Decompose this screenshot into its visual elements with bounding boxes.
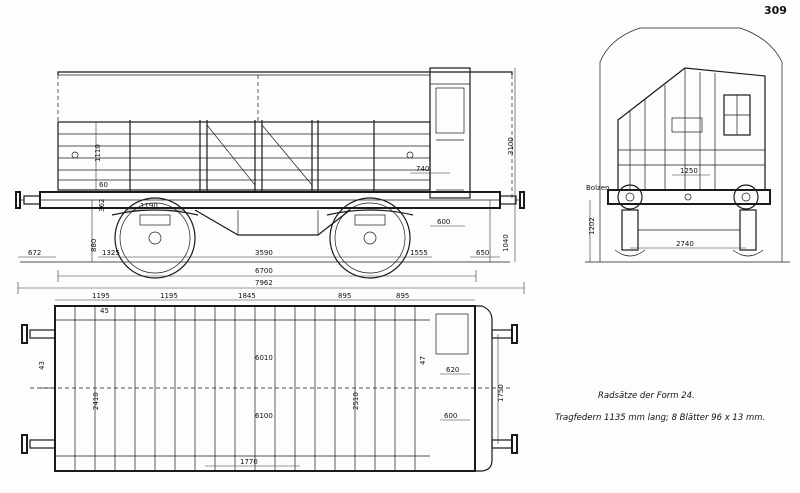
dim-1555: 1555 xyxy=(410,249,428,257)
dim-6010: 6010 xyxy=(255,354,273,362)
dim-1202: 1202 xyxy=(588,217,596,235)
side-body xyxy=(57,120,431,192)
side-buffer-left xyxy=(15,191,41,209)
dim-1250: 1250 xyxy=(680,167,698,175)
label-bolzen: Bolzen xyxy=(586,184,609,192)
plan-planks xyxy=(74,306,416,471)
end-buffer-right xyxy=(733,184,759,210)
caption-line-1: Radsätze der Form 24. xyxy=(598,391,695,401)
dim-7962: 7962 xyxy=(255,279,273,287)
dim-1325: 1325 xyxy=(102,249,120,257)
dim-740: 740 xyxy=(416,165,429,173)
dim-47: 47 xyxy=(419,356,427,365)
dim-1110: 1110 xyxy=(94,144,102,162)
side-buffer-right xyxy=(499,191,525,209)
dim-45: 45 xyxy=(100,307,109,315)
plan-buffers-left xyxy=(21,324,56,454)
dim-43: 43 xyxy=(38,361,46,370)
dim-1195a: 1195 xyxy=(92,292,110,300)
caption-line-2: Tragfedern 1135 mm lang; 8 Blätter 96 x … xyxy=(555,413,765,423)
dim-620: 620 xyxy=(446,366,459,374)
dim-60: 60 xyxy=(99,181,108,189)
dim-1845: 1845 xyxy=(238,292,256,300)
dim-895a: 895 xyxy=(338,292,351,300)
dim-1195b: 1195 xyxy=(160,292,178,300)
end-view: 1250 Bolzen 1202 2740 xyxy=(585,27,790,263)
end-dimensions: 1250 Bolzen 1202 2740 xyxy=(586,167,746,262)
side-brake-cabin xyxy=(429,67,471,199)
loading-gauge-outline xyxy=(599,27,783,262)
plan-buffers-right xyxy=(491,324,518,454)
dim-895b: 895 xyxy=(396,292,409,300)
dim-2510: 2510 xyxy=(352,392,360,410)
dim-3590: 3590 xyxy=(255,249,273,257)
plan-dimensions: 1195 1195 1845 895 895 45 6010 6100 2410… xyxy=(38,292,505,467)
plan-deck xyxy=(54,305,476,472)
dim-600-side: 600 xyxy=(437,218,450,226)
dim-2410: 2410 xyxy=(92,392,100,410)
dim-880: 880 xyxy=(90,239,98,252)
plan-brake-platform xyxy=(430,305,493,472)
side-roof xyxy=(57,71,513,200)
dim-3100: 3100 xyxy=(507,137,515,155)
dim-6700: 6700 xyxy=(255,267,273,275)
page-number: 309 xyxy=(764,4,787,17)
side-view: 1110 3100 1040 880 60 362 1190 740 600 6… xyxy=(15,67,525,294)
dim-362: 362 xyxy=(98,199,106,212)
end-coupler xyxy=(684,193,692,201)
side-dimensions: 1110 3100 1040 880 60 362 1190 740 600 6… xyxy=(17,68,525,294)
dim-650: 650 xyxy=(476,249,489,257)
end-brake-cabin xyxy=(617,67,766,191)
end-buffer-left xyxy=(617,184,643,210)
dim-672: 672 xyxy=(28,249,41,257)
end-wheels xyxy=(614,209,764,257)
dim-600-plan: 600 xyxy=(444,412,457,420)
plan-view: 1195 1195 1845 895 895 45 6010 6100 2410… xyxy=(21,292,518,472)
dim-1190: 1190 xyxy=(140,202,158,210)
dim-1770: 1770 xyxy=(240,458,258,466)
dim-1750: 1750 xyxy=(497,384,505,402)
end-headstock xyxy=(607,189,771,205)
dim-2740: 2740 xyxy=(676,240,694,248)
dim-6100: 6100 xyxy=(255,412,273,420)
dim-1040: 1040 xyxy=(502,234,510,252)
side-wheelset-right xyxy=(326,197,414,279)
